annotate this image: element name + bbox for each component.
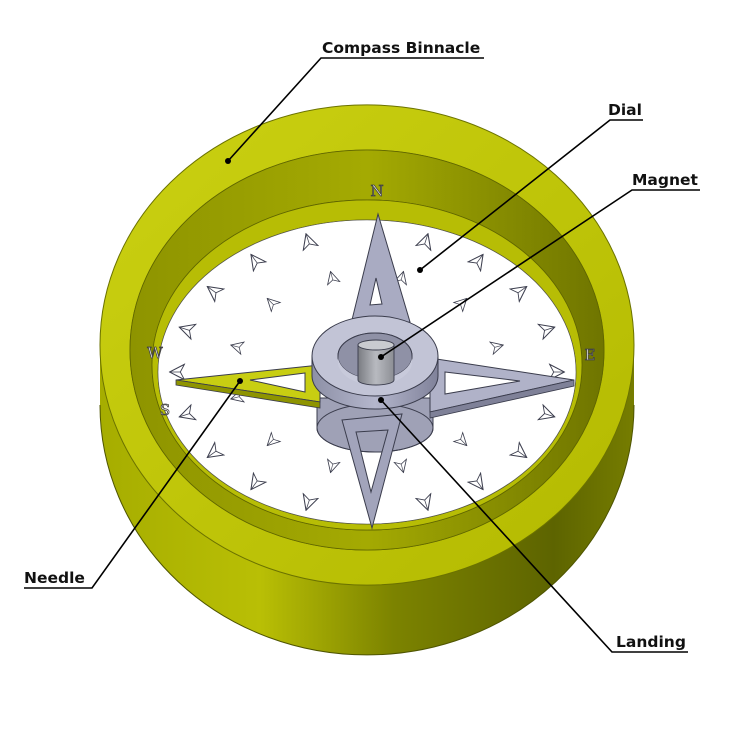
dial-letter-north: N [370,182,383,200]
callout-leader-landing [380,399,688,653]
magnet [357,339,395,386]
callout-label-magnet: Magnet [632,171,699,189]
callout-label-dial: Dial [608,101,642,119]
callout-dots [225,158,423,403]
dial-letter-south: S [160,401,170,419]
callouts [24,57,700,653]
callout-dot-landing [378,397,384,403]
callout-label-landing: Landing [616,633,686,651]
compass-needle [175,212,575,530]
needle-east-edge [429,379,575,419]
callout-label-binnacle: Compass Binnacle [322,39,480,57]
callout-leader-dial [419,119,643,271]
callout-dot-needle [237,378,243,384]
needle-west-edge [175,379,321,409]
dial-letter-east: E [585,346,596,364]
magnet-top [357,339,395,351]
callout-dot-binnacle [225,158,231,164]
needle-south-arm [341,413,403,530]
callout-dot-magnet [378,354,384,360]
callout-dot-dial [417,267,423,273]
callout-label-needle: Needle [24,569,85,587]
binnacle-bottom-edge [99,404,635,656]
dial-letter-west: W [147,344,163,362]
callout-leader-needle [24,380,241,589]
callout-leader-magnet [380,189,700,358]
callout-leader-binnacle [227,57,484,162]
